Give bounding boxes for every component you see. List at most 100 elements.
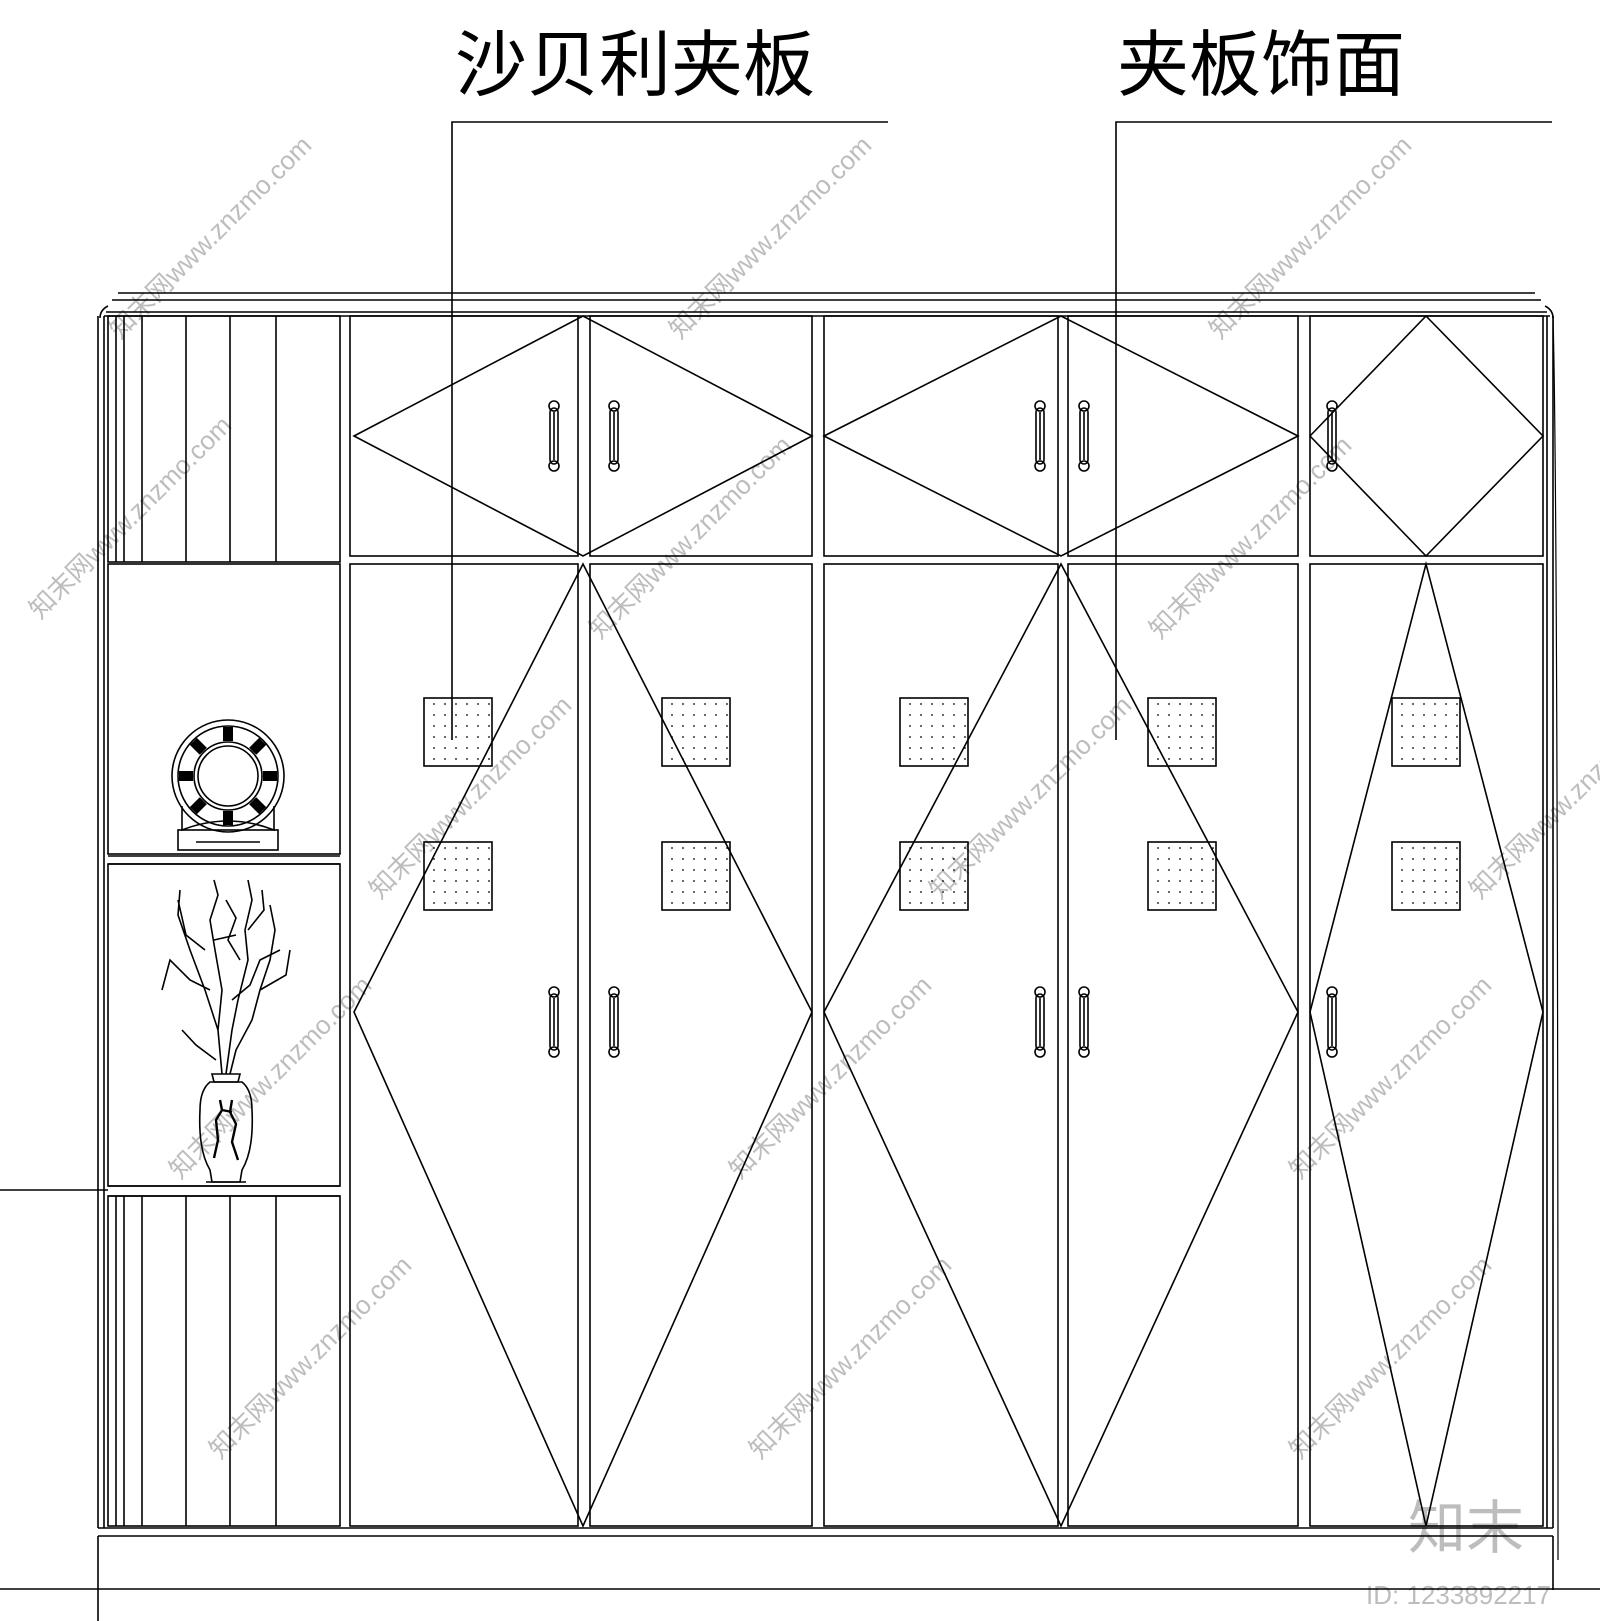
panel-dot [1401, 725, 1403, 727]
panel-dot [433, 725, 435, 727]
panel-dot [444, 880, 446, 882]
panel-dot [1423, 880, 1425, 882]
panel-dot [444, 847, 446, 849]
panel-dot [1168, 902, 1170, 904]
panel-dot [671, 758, 673, 760]
panel-dot [1157, 725, 1159, 727]
panel-dot [1412, 858, 1414, 860]
panel-dot [704, 736, 706, 738]
panel-dot [1456, 758, 1458, 760]
panel-dot [704, 703, 706, 705]
panel-dot [1456, 858, 1458, 860]
panel-dot [1212, 703, 1214, 705]
panel-dot [953, 891, 955, 893]
upper-door-3 [823, 315, 1059, 557]
handle-knob [608, 400, 620, 412]
panel-dot [1157, 869, 1159, 871]
panel-dot [477, 869, 479, 871]
panel-dot [693, 736, 695, 738]
panel-dot [1201, 891, 1203, 893]
panel-dot [715, 880, 717, 882]
panel-dot [942, 858, 944, 860]
panel-dot [444, 902, 446, 904]
panel-dot [920, 869, 922, 871]
panel-dot [455, 714, 457, 716]
panel-dot [466, 714, 468, 716]
veneer-label: 夹板饰面 [1117, 23, 1405, 107]
panel-dot [1445, 902, 1447, 904]
panel-dot [1412, 714, 1414, 716]
dotted-panel [423, 697, 493, 767]
panel-dot [1201, 869, 1203, 871]
panel-dot [444, 747, 446, 749]
panel-dot [909, 902, 911, 904]
panel-dot [1179, 880, 1181, 882]
panel-dot [455, 869, 457, 871]
panel-dot [1434, 725, 1436, 727]
panel-dot [693, 758, 695, 760]
right-edge-line [1552, 315, 1559, 1561]
plywood-label: 沙贝利夹板 [455, 23, 815, 107]
panel-dot [1179, 703, 1181, 705]
plinth [97, 1527, 1554, 1621]
panel-dot [931, 736, 933, 738]
panel-dot [1401, 858, 1403, 860]
watermark-site-text: 知末网www.znzmo.com [743, 1250, 957, 1464]
panel-dot [682, 747, 684, 749]
panel-dot [433, 902, 435, 904]
watermark-site-text: 知末网www.znzmo.com [163, 970, 377, 1184]
panel-dot [920, 902, 922, 904]
panel-dot [1423, 858, 1425, 860]
panel-dot [1212, 736, 1214, 738]
panel-dot [942, 902, 944, 904]
panel-dot [704, 725, 706, 727]
door-handle [1035, 993, 1045, 1051]
panel-dot [1201, 858, 1203, 860]
panel-dot [1445, 725, 1447, 727]
panel-dot [682, 869, 684, 871]
panel-dot [1423, 847, 1425, 849]
panel-dot [1168, 858, 1170, 860]
linework [0, 121, 1600, 1621]
panel-dot [477, 703, 479, 705]
panel-dot [964, 747, 966, 749]
panel-dot [1201, 725, 1203, 727]
panel-dot [466, 869, 468, 871]
panel-dot [704, 847, 706, 849]
upper-diamond-2 [822, 315, 1300, 557]
panel-dot [704, 891, 706, 893]
panel-dot [920, 703, 922, 705]
panel-dot [444, 736, 446, 738]
watermark-site-text: 知末网www.znzmo.com [1283, 970, 1497, 1184]
panel-dot [1212, 725, 1214, 727]
panel-dot [942, 869, 944, 871]
panel-dot [726, 902, 728, 904]
panel-dot [693, 847, 695, 849]
panel-dot [1412, 758, 1414, 760]
dotted-panel [899, 841, 969, 911]
panel-dot [1179, 869, 1181, 871]
handle-knob [1326, 400, 1338, 412]
panel-dot [1190, 880, 1192, 882]
panel-dot [704, 880, 706, 882]
panel-dot [477, 847, 479, 849]
panel-dot [1190, 725, 1192, 727]
handle-knob [1034, 460, 1046, 472]
panel-dot [1445, 747, 1447, 749]
panel-dot [715, 758, 717, 760]
panel-dot [433, 703, 435, 705]
panel-dot [1423, 758, 1425, 760]
panel-dot [1456, 869, 1458, 871]
door-handle [609, 993, 619, 1051]
panel-dot [1445, 847, 1447, 849]
panel-dot [1445, 714, 1447, 716]
panel-dot [1157, 847, 1159, 849]
panel-dot [682, 902, 684, 904]
panel-dot [1179, 758, 1181, 760]
panel-dot [964, 891, 966, 893]
panel-dot [1168, 880, 1170, 882]
panel-dot [1456, 880, 1458, 882]
panel-dot [1212, 869, 1214, 871]
panel-dot [920, 714, 922, 716]
panel-dot [477, 747, 479, 749]
